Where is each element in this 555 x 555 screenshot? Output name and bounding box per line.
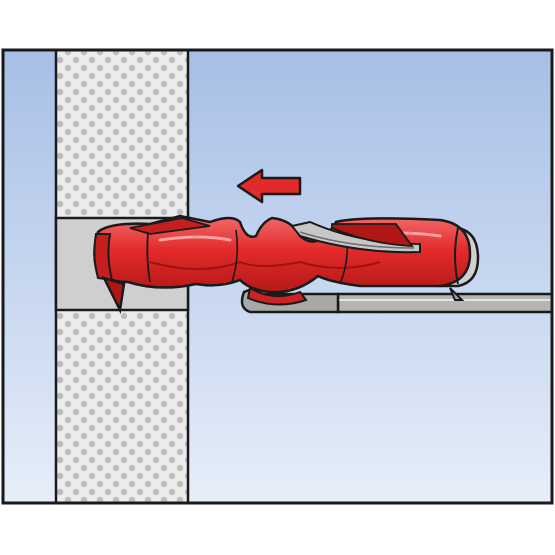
plastic-wall-anchor [93,214,480,315]
frame [1,48,554,505]
setting-tool [240,284,552,314]
direction-arrow-left-icon [236,168,302,204]
left-space [3,50,56,503]
